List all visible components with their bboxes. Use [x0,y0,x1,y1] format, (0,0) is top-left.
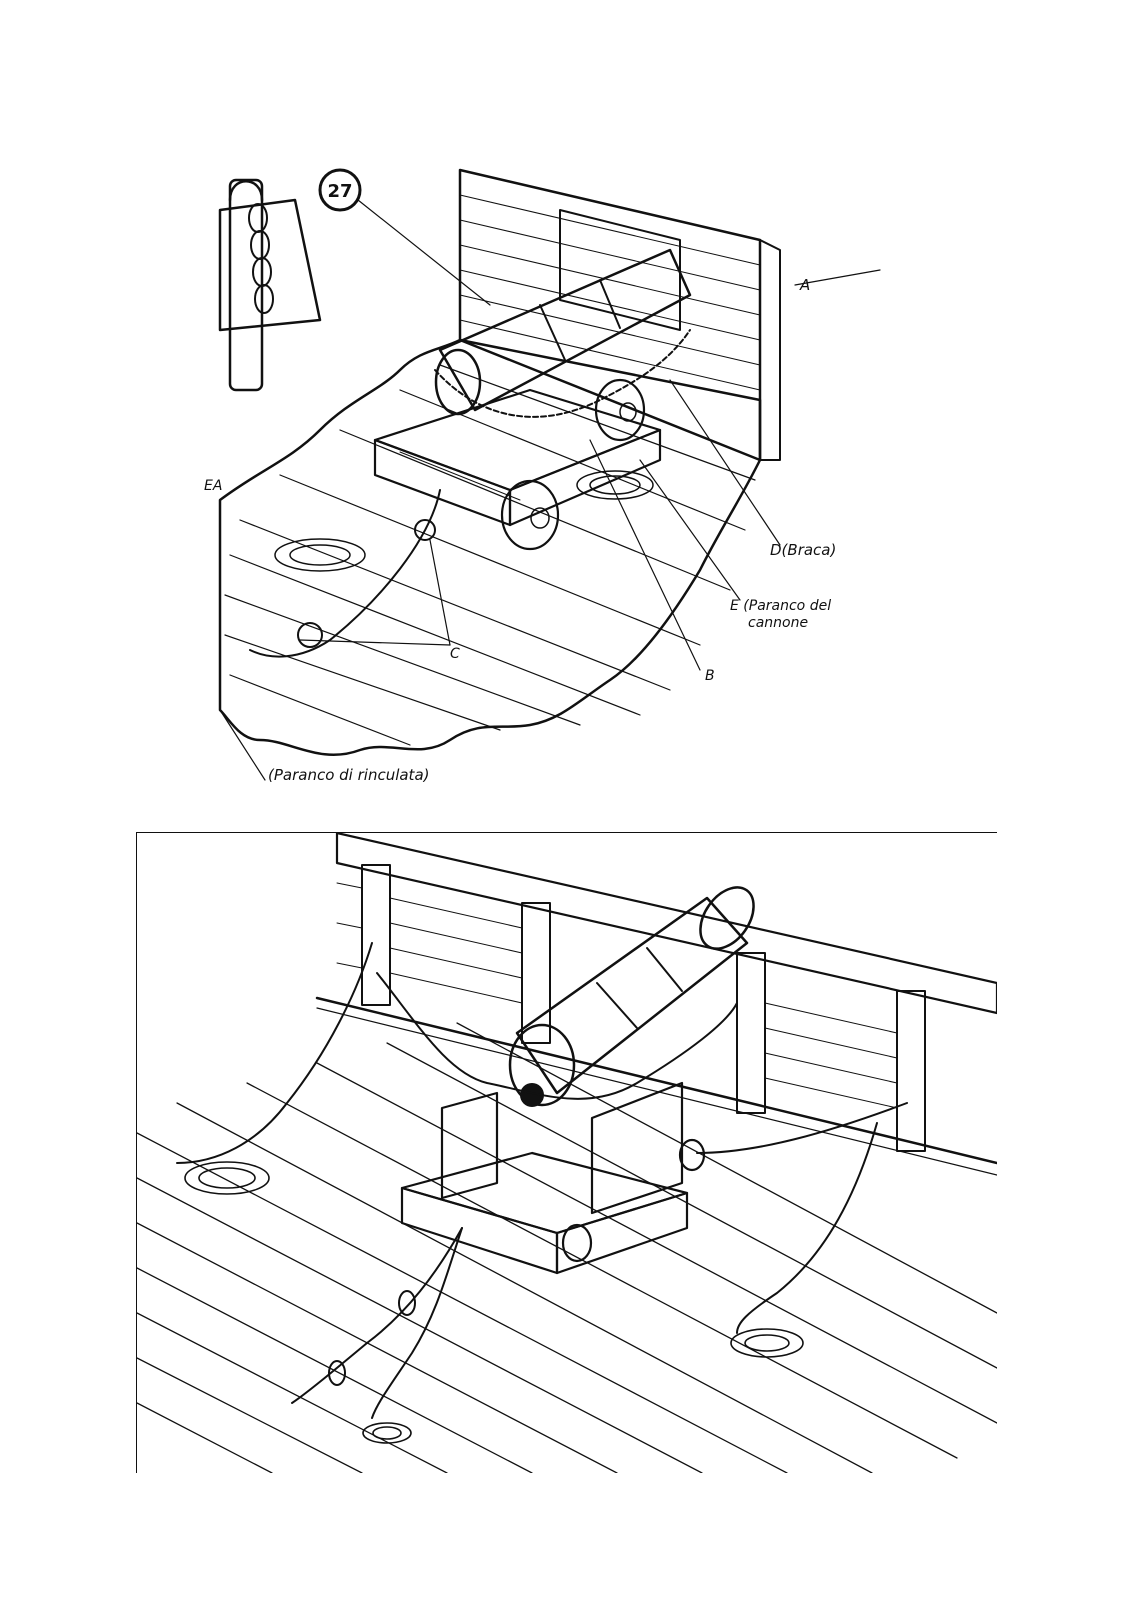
rope-coils [184,1161,804,1444]
top-cannon-illustration: 27 A D(Braca) E (Paranco del cannone B C… [200,100,920,820]
gun-carriage [400,1081,706,1275]
label-c: C [450,646,460,662]
label-recoil-tackle: (Paranco di rinculata) [268,766,429,784]
carriage-wheels [500,378,646,551]
cannon-barrel [508,886,755,1107]
callout-number: 27 [327,181,352,202]
bottom-cannon-illustration [136,832,997,1473]
breeching-ropes [176,942,908,1334]
deck-outline [218,338,762,756]
gun-carriage [373,388,662,527]
label-d: D(Braca) [770,541,836,559]
bulwark [315,833,997,1176]
cannon-barrel [434,248,692,416]
bulwark [458,168,781,462]
top-cannon-drawing: 27 A D(Braca) E (Paranco del cannone B C… [204,168,881,784]
gun-port [559,209,681,331]
label-a: A [799,276,810,294]
label-e-line2: cannone [748,615,808,631]
callout-circle [318,168,362,212]
deck-planks [224,364,756,746]
chain-detail-inset [218,178,322,392]
leader-lines [219,269,881,781]
recoil-tackle [291,1227,463,1419]
bottom-cannon-drawing [137,833,997,1473]
breeching-chain [434,329,691,418]
label-e-line1: E (Paranco del [730,598,831,614]
label-b: B [705,668,715,684]
recoil-tackle-rope [249,489,441,658]
label-edge-fragment: EA [204,478,222,494]
